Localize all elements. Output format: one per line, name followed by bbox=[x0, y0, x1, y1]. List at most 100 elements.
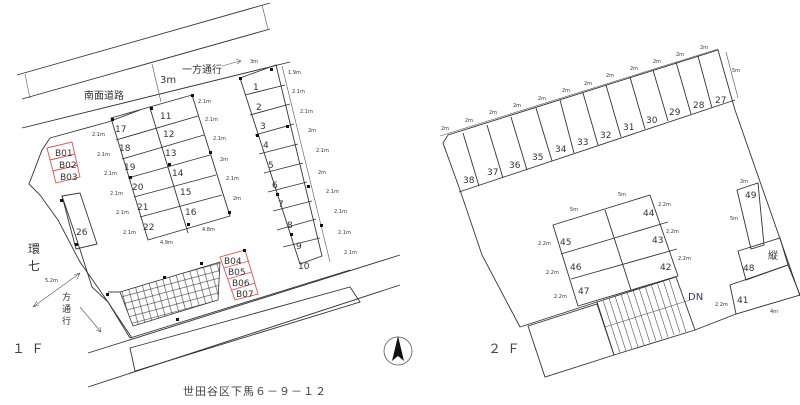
dim-label: 5.2m bbox=[45, 278, 58, 284]
space-10: 10 bbox=[298, 262, 310, 272]
center-block-spaces bbox=[110, 94, 231, 241]
bike-space-B02: B02 bbox=[59, 161, 77, 171]
ring7-label-1: 環 bbox=[28, 242, 40, 256]
dim-label: 2.2m bbox=[678, 256, 691, 262]
south-road-label: 南面道路 bbox=[84, 89, 124, 102]
space-34: 34 bbox=[555, 145, 567, 155]
dim-label: 2.2m bbox=[538, 241, 551, 247]
dim-label: 5m bbox=[732, 68, 740, 74]
space-47: 47 bbox=[578, 287, 589, 297]
dim-label: 2.1m bbox=[116, 210, 129, 216]
right-column-spaces bbox=[239, 64, 331, 265]
center-block-floor2 bbox=[552, 194, 679, 307]
space-17: 17 bbox=[115, 125, 126, 135]
dim-label: 2.1m bbox=[205, 117, 218, 123]
dim-label: 2.2m bbox=[715, 302, 728, 308]
sidewalk bbox=[129, 286, 361, 372]
dim-label: 4.9m bbox=[160, 240, 173, 246]
space-15: 15 bbox=[180, 188, 191, 198]
space-49: 49 bbox=[745, 191, 757, 201]
space-9: 9 bbox=[296, 242, 302, 252]
one-way-left-3: 行 bbox=[62, 315, 71, 327]
space-5: 5 bbox=[268, 161, 274, 171]
dim-label: 4m bbox=[770, 309, 778, 315]
stairs bbox=[596, 276, 696, 356]
one-way-label: 一方通行 bbox=[182, 63, 222, 76]
bike-spaces-top bbox=[46, 141, 81, 184]
dim-label: 2.1m bbox=[338, 230, 351, 236]
road-width-label: 3m bbox=[160, 75, 176, 86]
space-2: 2 bbox=[256, 103, 262, 113]
bike-spaces-bottom bbox=[219, 249, 259, 301]
lot-left-boundary bbox=[28, 137, 131, 339]
space-11: 11 bbox=[160, 112, 171, 122]
bike-space-B01: B01 bbox=[55, 149, 73, 159]
space-7: 7 bbox=[278, 200, 284, 210]
dim-label: 2.1m bbox=[97, 152, 110, 158]
space-46: 46 bbox=[570, 263, 582, 273]
space-26: 26 bbox=[76, 228, 88, 238]
double-arrow-icon bbox=[32, 272, 81, 308]
dim-label: 2m bbox=[653, 59, 661, 65]
space-36: 36 bbox=[509, 161, 521, 171]
space-48: 48 bbox=[743, 264, 755, 274]
one-way-left-2: 通 bbox=[62, 304, 71, 315]
space-37: 37 bbox=[487, 168, 498, 178]
space-29: 29 bbox=[669, 108, 681, 118]
dim-label: 2.1m bbox=[198, 99, 211, 105]
space-38: 38 bbox=[463, 176, 475, 186]
dim-label: 5m bbox=[570, 207, 578, 213]
space-28: 28 bbox=[693, 101, 705, 111]
dim-label: 2m bbox=[489, 110, 497, 116]
bike-space-B07: B07 bbox=[236, 290, 254, 300]
space-12: 12 bbox=[163, 130, 174, 140]
top-road-edge bbox=[21, 28, 271, 100]
dim-label: 2m bbox=[606, 73, 614, 79]
space-4: 4 bbox=[263, 141, 269, 151]
dim-label: 2.1m bbox=[123, 230, 136, 236]
dim-label: 2.2m bbox=[666, 229, 679, 235]
vertical-parking-label: 縦 bbox=[768, 249, 778, 262]
space-19: 19 bbox=[124, 163, 136, 173]
dim-label: 2m bbox=[513, 103, 521, 109]
dim-label: 2m bbox=[465, 118, 473, 124]
bike-space-B04: B04 bbox=[224, 257, 242, 267]
floor2-left-boundary bbox=[442, 134, 521, 328]
bike-space-B06: B06 bbox=[232, 279, 250, 289]
one-way-left-1: 方 bbox=[62, 291, 71, 303]
space-35: 35 bbox=[532, 153, 543, 163]
space-8: 8 bbox=[287, 221, 293, 231]
space-18: 18 bbox=[119, 144, 131, 154]
dim-label: 2.1m bbox=[300, 109, 313, 115]
space-16: 16 bbox=[185, 208, 197, 218]
dim-label: 2.1m bbox=[334, 209, 347, 215]
space-6: 6 bbox=[272, 181, 278, 191]
dim-label: 5m bbox=[618, 192, 626, 198]
space-26-outline bbox=[61, 192, 98, 250]
dim-label: 2.1m bbox=[344, 250, 357, 256]
dim-label: 2m bbox=[740, 179, 748, 185]
space-3: 3 bbox=[260, 122, 266, 132]
dim-label: 1.9m bbox=[288, 70, 301, 76]
space-14: 14 bbox=[172, 169, 184, 179]
dim-label: 2m bbox=[562, 88, 570, 94]
dim-label: 2.2m bbox=[658, 202, 671, 208]
dim-label: 2m bbox=[308, 128, 316, 134]
bike-space-B03: B03 bbox=[60, 173, 78, 183]
dim-label: 2m bbox=[630, 66, 638, 72]
space-32: 32 bbox=[600, 131, 611, 141]
dim-label: 2.2m bbox=[554, 294, 567, 300]
top-road-edge bbox=[16, 2, 271, 76]
top-row-dividers bbox=[462, 55, 713, 187]
dim-label: 4.8m bbox=[202, 227, 215, 233]
right-side-spaces bbox=[729, 182, 800, 315]
dim-label: 5m bbox=[730, 216, 738, 222]
dim-label: 2m bbox=[538, 96, 546, 102]
landing bbox=[527, 303, 615, 378]
space-30: 30 bbox=[646, 116, 658, 126]
dim-label: 2m bbox=[441, 126, 449, 132]
dim-label: 2.1m bbox=[316, 148, 329, 154]
dim-label: 2m bbox=[676, 52, 684, 58]
space-31: 31 bbox=[623, 123, 634, 133]
